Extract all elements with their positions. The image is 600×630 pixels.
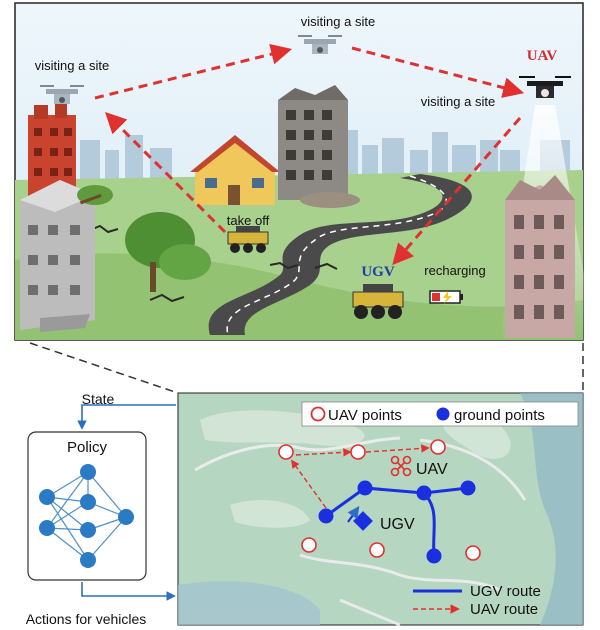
- policy-label: Policy: [67, 439, 108, 456]
- drone-icon-active: [519, 76, 571, 98]
- damaged-apartment-building: [278, 85, 360, 208]
- uav-point: [301, 537, 317, 553]
- city-skyline: [80, 130, 570, 180]
- action-arrow: [81, 582, 176, 601]
- actions-label: Actions for vehicles: [26, 611, 147, 627]
- zoom-connectors: [29, 342, 584, 394]
- nn-node: [118, 509, 134, 525]
- state-label: State: [82, 391, 115, 407]
- ground-point: [460, 480, 476, 496]
- fallen-tree-small: [77, 185, 113, 205]
- map-water: [520, 393, 583, 625]
- label-visiting-top: visiting a site: [301, 14, 375, 29]
- route-arrow-left-to-top: [94, 43, 293, 100]
- legend-ugv-route: UGV route: [470, 583, 541, 600]
- legend-uav-points: UAV points: [328, 407, 402, 424]
- label-recharging: recharging: [424, 263, 485, 278]
- road-center-line: [226, 175, 447, 336]
- neural-network-icon: [39, 464, 134, 568]
- legend-ground-point-marker: [436, 407, 450, 421]
- nn-node: [80, 464, 96, 480]
- uav-point: [369, 542, 385, 558]
- policy-diagram: State Policy Actions for vehicles: [26, 391, 176, 627]
- route-map: UAV points ground points: [177, 392, 584, 627]
- label-ugv: UGV: [361, 264, 395, 280]
- legend-uav-point-marker: [310, 406, 326, 422]
- ruined-tower-right: [505, 175, 575, 338]
- route-arrow-takeoff-to-left: [105, 112, 227, 234]
- grey-collapsed-building: [20, 180, 95, 332]
- label-take-off: take off: [227, 213, 270, 228]
- disaster-scene: visiting a site visiting a site visiting…: [14, 2, 595, 341]
- drone-icon-top: [298, 35, 342, 54]
- uav-point: [350, 444, 366, 460]
- uav-drone-icon: [390, 455, 412, 477]
- map-legend-bottom: UGV route UAV route: [413, 583, 541, 618]
- grass-dark: [15, 253, 583, 340]
- battery-charging-icon: [429, 290, 463, 304]
- ground-point: [318, 508, 334, 524]
- uav-route: [291, 444, 430, 509]
- route-arrow-right-to-ugv: [392, 117, 522, 266]
- label-visiting-right: visiting a site: [421, 94, 495, 109]
- nn-node: [80, 552, 96, 568]
- ugv-robot-icon-recharging: [352, 284, 404, 319]
- nn-node: [39, 489, 55, 505]
- ground-points: [318, 480, 476, 564]
- label-visiting-left: visiting a site: [35, 58, 109, 73]
- ugv-direction-arrow: [347, 506, 360, 523]
- nn-node: [80, 494, 96, 510]
- map-water-lower: [178, 581, 320, 625]
- label-uav: UAV: [527, 48, 558, 64]
- road: [208, 174, 472, 335]
- drone-icon-left: [40, 85, 84, 104]
- legend-uav-route: UAV route: [470, 601, 538, 618]
- state-arrow: [77, 404, 176, 430]
- fallen-tree-large: [125, 212, 211, 292]
- map-terrain: [200, 410, 511, 528]
- ground-point: [357, 480, 373, 496]
- map-legend-top: UAV points ground points: [301, 401, 579, 427]
- uav-point: [430, 439, 446, 455]
- map-ugv-label: UGV: [380, 516, 415, 533]
- nn-node: [39, 520, 55, 536]
- uav-points: [278, 439, 481, 561]
- map-uav-label: UAV: [416, 461, 448, 478]
- ground-point: [426, 548, 442, 564]
- yellow-house: [190, 135, 280, 205]
- ugv-robot-icon-takeoff: [227, 226, 269, 253]
- uav-point: [465, 545, 481, 561]
- nn-node: [80, 522, 96, 538]
- uav-route-arrows: [94, 43, 525, 266]
- ground-point: [416, 485, 432, 501]
- uav-point: [278, 444, 294, 460]
- legend-ground-points: ground points: [454, 407, 545, 424]
